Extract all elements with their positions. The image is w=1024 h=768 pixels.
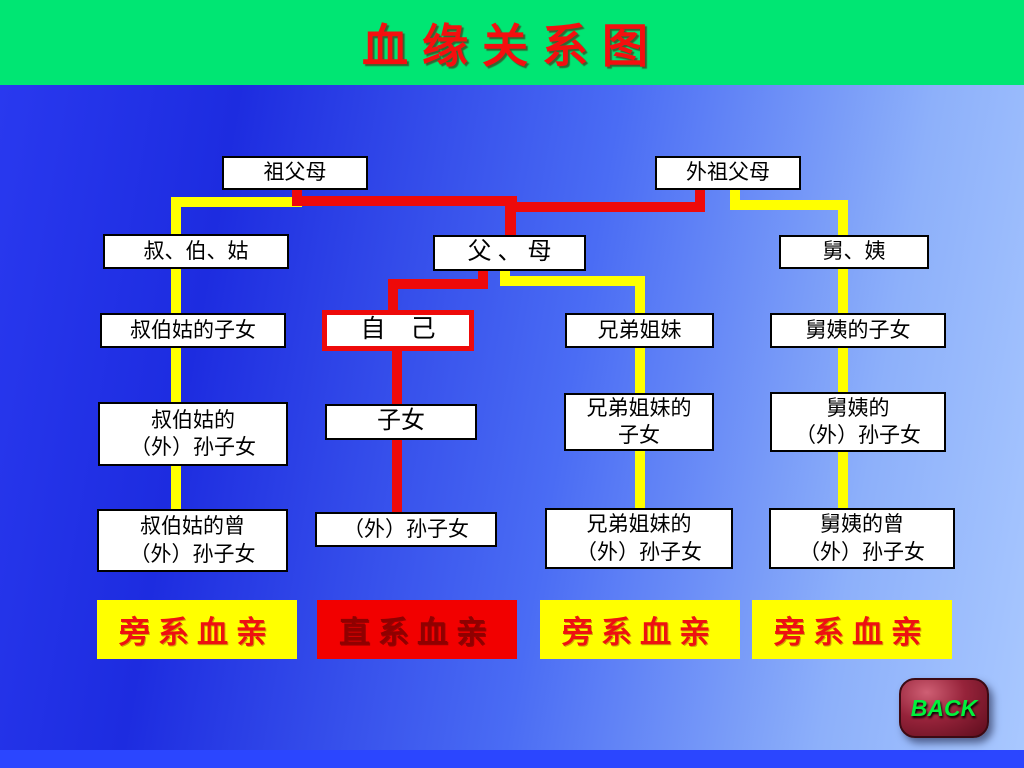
node-maternal-cousins-children: 舅姨的 （外）孙子女 (770, 392, 946, 452)
connector-yellow-grandparents-to-maternal-uncles-h (730, 200, 848, 210)
node-parents: 父 、 母 (433, 235, 586, 271)
page-title: 血缘关系图 (362, 20, 662, 72)
node-maternal-cousins: 舅姨的子女 (770, 313, 946, 348)
connector-yellow-maternal-grandparents-stub (730, 188, 740, 210)
legend-collateral-1: 旁系血亲 (97, 600, 297, 659)
node-siblings: 兄弟姐妹 (565, 313, 714, 348)
connector-yellow-siblings-drop (635, 276, 645, 316)
connector-yellow-uncles-column (171, 267, 181, 512)
connector-red-parents-to-self-h (388, 279, 488, 289)
node-maternal-grandparents: 外祖父母 (655, 156, 801, 190)
connector-red-self-to-children (392, 349, 402, 407)
node-grandchildren: （外）孙子女 (315, 512, 497, 547)
connector-yellow-uncles-drop (171, 197, 181, 237)
node-paternal-cousins-children: 叔伯姑的 （外）孙子女 (98, 402, 288, 466)
connector-red-children-to-grandchildren (392, 438, 402, 514)
node-paternal-cousins-grandchildren: 叔伯姑的曾 （外）孙子女 (97, 509, 288, 572)
node-paternal-cousins: 叔伯姑的子女 (100, 313, 286, 348)
node-maternal-cousins-grandchildren: 舅姨的曾 （外）孙子女 (769, 508, 955, 569)
legend-direct: 直系血亲 (317, 600, 517, 659)
node-siblings-children: 兄弟姐妹的 子女 (564, 393, 714, 451)
connector-yellow-parents-to-siblings-h (500, 276, 645, 286)
connector-yellow-maternal-uncles-drop (838, 200, 848, 238)
connector-red-maternal-grandparents-stub (695, 188, 705, 208)
connector-red-parents-bottom-stub (478, 269, 488, 287)
legend-collateral-3: 旁系血亲 (752, 600, 952, 659)
legend-collateral-2: 旁系血亲 (540, 600, 740, 659)
node-siblings-grandchildren: 兄弟姐妹的 （外）孙子女 (545, 508, 733, 569)
connector-red-parents-drop (505, 196, 516, 238)
node-children: 子女 (325, 404, 477, 440)
back-button[interactable]: BACK (899, 678, 989, 738)
node-maternal-uncles-aunts: 舅、姨 (779, 235, 929, 269)
connector-red-self-drop (388, 279, 398, 313)
node-paternal-grandparents: 祖父母 (222, 156, 368, 190)
node-paternal-uncles-aunts: 叔、伯、姑 (103, 234, 289, 269)
connector-yellow-maternal-uncles-column (838, 267, 848, 512)
connector-red-grandparents-to-parents-h (292, 196, 517, 206)
title-bar: 血缘关系图 (0, 0, 1024, 85)
node-self: 自 己 (322, 310, 474, 351)
connector-red-maternal-grandparents-to-parents-h (505, 202, 705, 212)
connector-yellow-grandparents-to-uncles-h (171, 197, 302, 207)
bottom-strip (0, 750, 1024, 768)
